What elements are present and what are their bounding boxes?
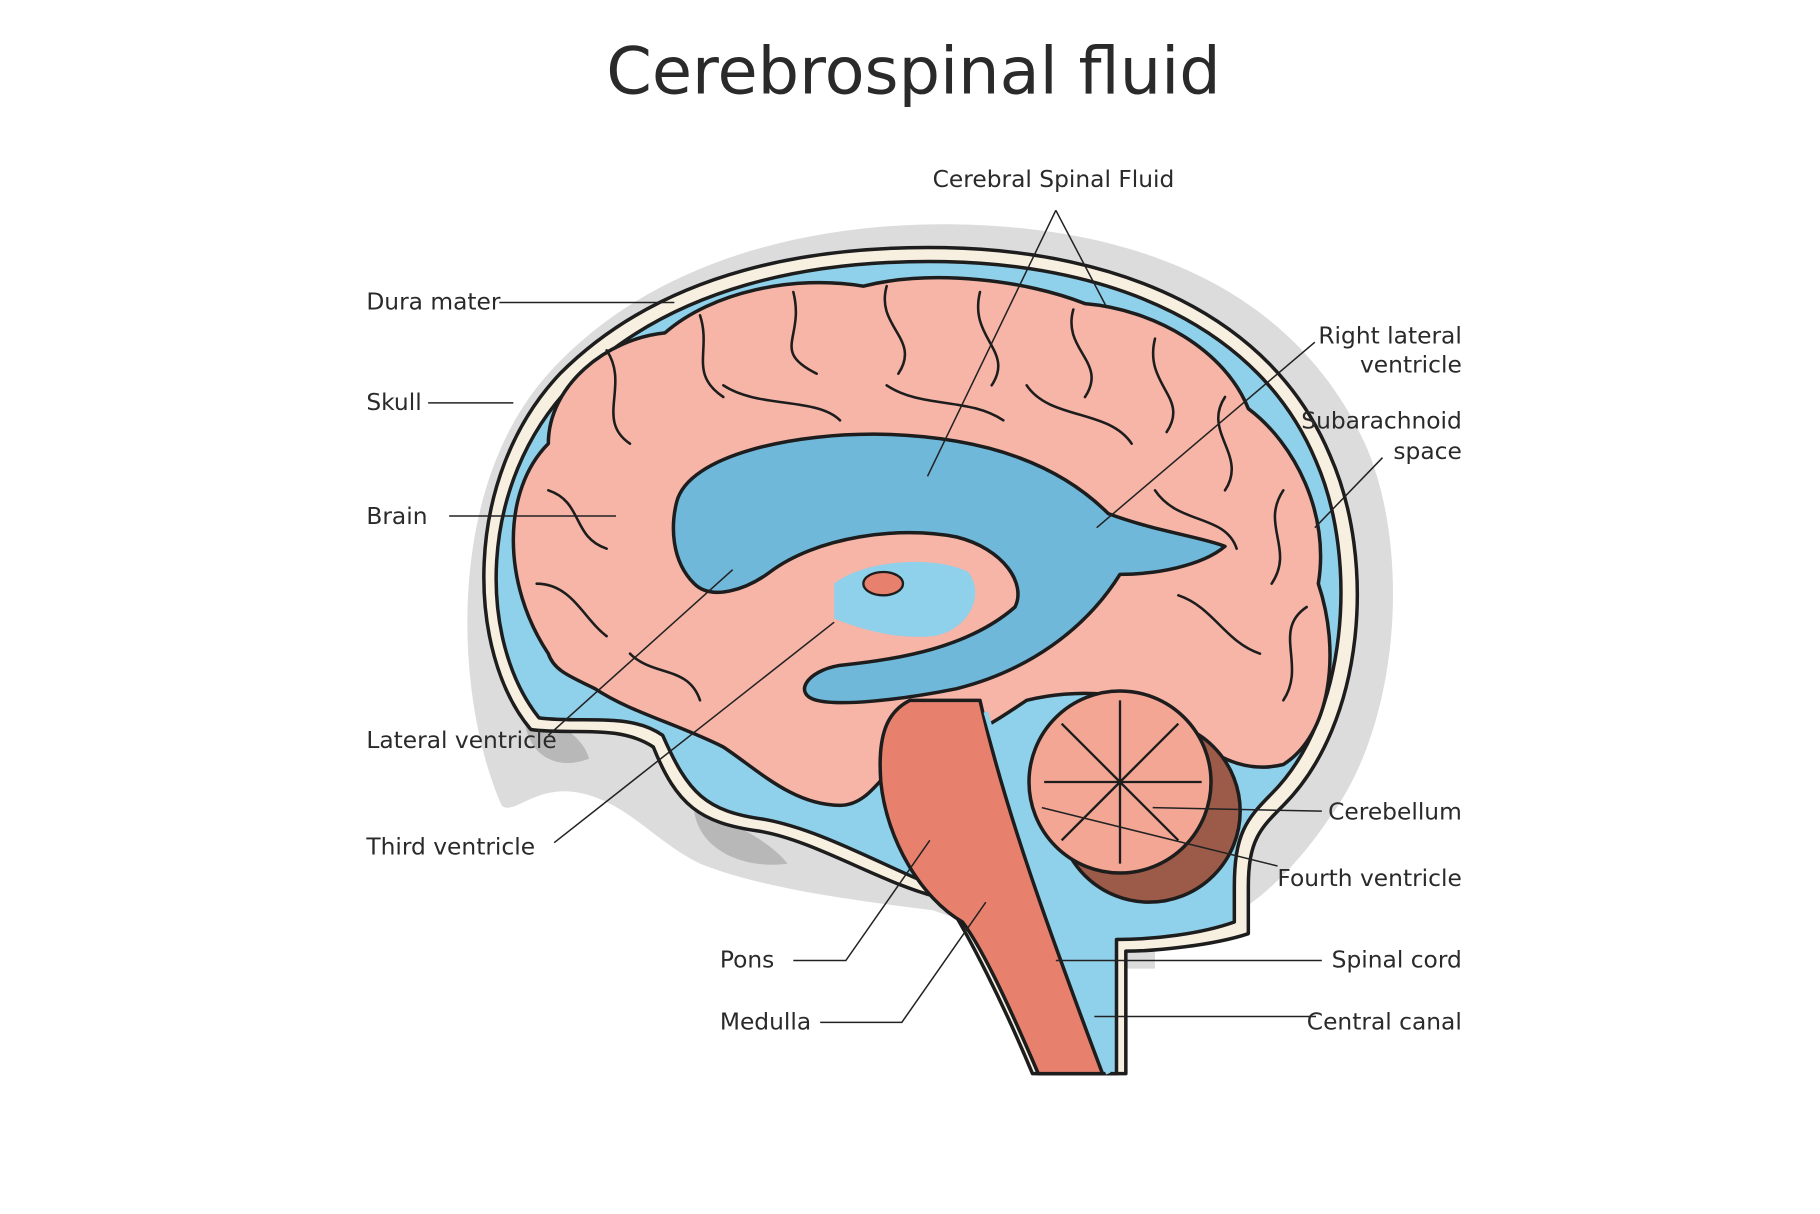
page-title: Cerebrospinal fluid [606, 34, 1220, 110]
label-medulla: Medulla [720, 1007, 811, 1035]
skull-shadow [525, 720, 788, 865]
central-canal-line [983, 711, 1111, 1075]
label-skull: Skull [366, 388, 421, 416]
label-fourth-ventricle: Fourth ventricle [1277, 864, 1461, 892]
brain-gyri [535, 284, 1308, 702]
label-spinal-cord: Spinal cord [1332, 945, 1462, 973]
label-lateral-ventricle: Lateral ventricle [366, 726, 556, 754]
label-brain: Brain [366, 502, 427, 530]
label-pons: Pons [720, 945, 774, 973]
label-right-lateral-ventricle-2: ventricle [1360, 351, 1462, 379]
brainstem [878, 698, 1105, 1076]
label-third-ventricle: Third ventricle [365, 832, 535, 860]
label-cerebellum: Cerebellum [1328, 797, 1462, 825]
leader-lines [428, 209, 1384, 1024]
label-subarachnoid-2: space [1393, 437, 1461, 465]
label-dura-mater: Dura mater [366, 288, 501, 316]
cerebellum-folia [1044, 700, 1202, 864]
label-central-canal: Central canal [1307, 1007, 1462, 1035]
interthalamic-adhesion [862, 570, 905, 597]
label-right-lateral-ventricle-1: Right lateral [1318, 321, 1462, 349]
lateral-ventricle [671, 432, 1227, 705]
brain [511, 276, 1332, 808]
label-csf: Cerebral Spinal Fluid [933, 165, 1175, 193]
third-ventricle [834, 561, 976, 637]
label-subarachnoid-1: Subarachnoid [1301, 407, 1462, 435]
